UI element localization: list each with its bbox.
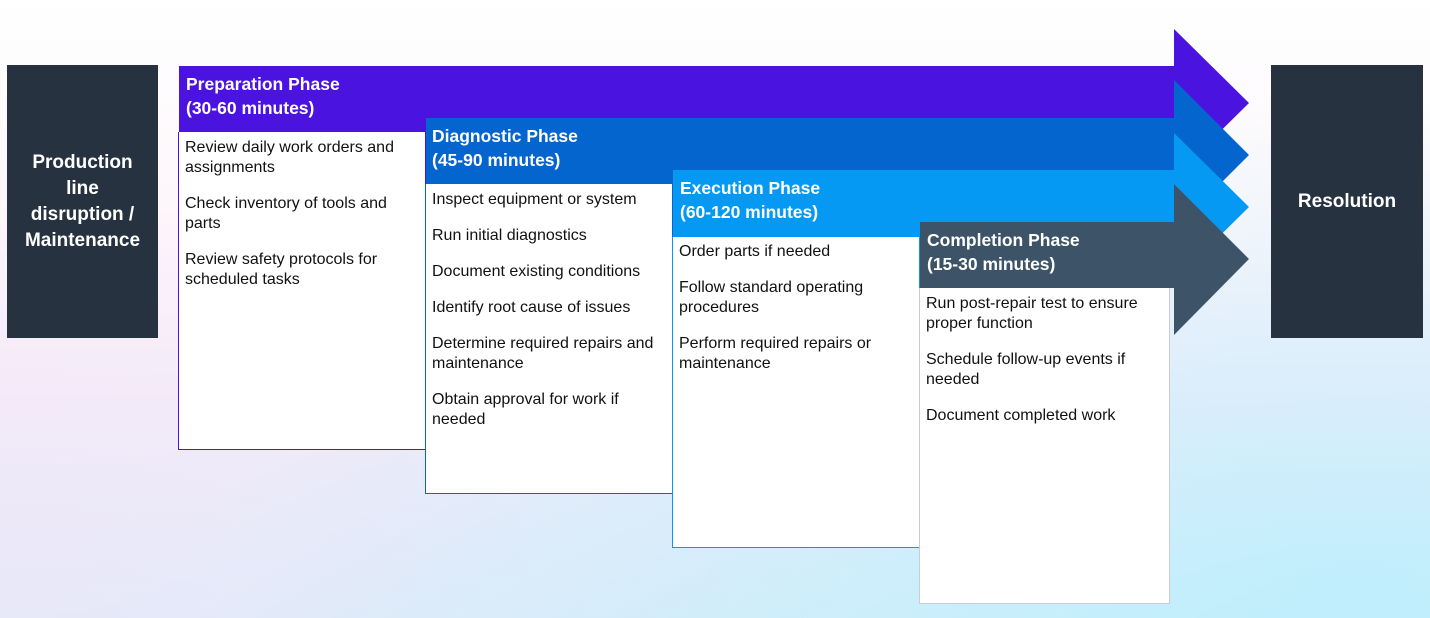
- task-item: Obtain approval for work if needed: [432, 391, 619, 428]
- start-box: Production line disruption / Maintenance: [7, 65, 158, 338]
- completion-arrow: [920, 184, 1249, 335]
- task-item: Identify root cause of issues: [432, 299, 631, 316]
- task-item: Review safety protocols for scheduled ta…: [185, 251, 378, 288]
- task-item: Review daily work orders and assignments: [185, 139, 394, 176]
- phase-duration: (15-30 minutes): [927, 254, 1056, 274]
- task-item: Perform required repairs or maintenance: [679, 335, 872, 372]
- phase-name: Completion Phase: [927, 230, 1080, 250]
- task-item: Order parts if needed: [679, 243, 831, 260]
- completion-phase-title: Completion Phase (15-30 minutes): [927, 228, 1080, 276]
- diagnostic-arrow: [426, 80, 1249, 230]
- phase-duration: (30-60 minutes): [186, 98, 315, 118]
- phase-name: Execution Phase: [680, 178, 821, 198]
- preparation-arrow: [179, 29, 1249, 177]
- execution-phase-title: Execution Phase (60-120 minutes): [680, 176, 820, 224]
- task-item: Document existing conditions: [432, 263, 641, 280]
- execution-arrow: [673, 133, 1249, 281]
- diagnostic-task-list: Inspect equipment or system Run initial …: [425, 184, 673, 494]
- task-item: Schedule follow-up events if needed: [926, 351, 1126, 388]
- task-item: Document completed work: [926, 407, 1116, 424]
- phase-name: Diagnostic Phase: [432, 126, 578, 146]
- execution-task-list: Order parts if needed Follow standard op…: [672, 237, 920, 548]
- task-item: Follow standard operating procedures: [679, 279, 864, 316]
- preparation-task-list: Review daily work orders and assignments…: [178, 132, 426, 450]
- preparation-phase-title: Preparation Phase (30-60 minutes): [186, 72, 340, 120]
- phase-duration: (45-90 minutes): [432, 150, 561, 170]
- task-item: Run post-repair test to ensure proper fu…: [926, 295, 1138, 332]
- end-box: Resolution: [1271, 65, 1423, 338]
- task-item: Check inventory of tools and parts: [185, 195, 387, 232]
- diagnostic-phase-title: Diagnostic Phase (45-90 minutes): [432, 124, 578, 172]
- task-item: Inspect equipment or system: [432, 191, 637, 208]
- task-item: Run initial diagnostics: [432, 227, 587, 244]
- start-label: Production line disruption / Maintenance: [24, 151, 141, 251]
- end-label: Resolution: [1297, 190, 1397, 212]
- task-item: Determine required repairs and maintenan…: [432, 335, 654, 372]
- completion-task-list: Run post-repair test to ensure proper fu…: [919, 288, 1170, 604]
- phase-duration: (60-120 minutes): [680, 202, 819, 222]
- phase-name: Preparation Phase: [186, 74, 340, 94]
